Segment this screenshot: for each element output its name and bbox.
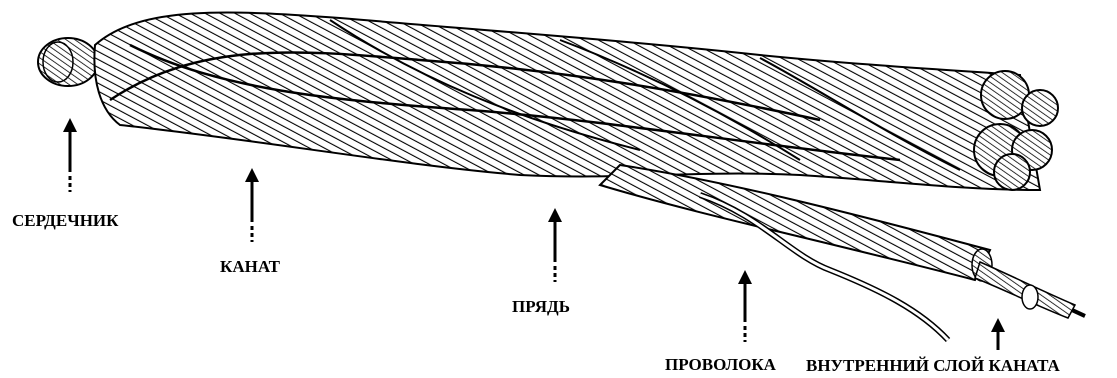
- core-end: [38, 38, 98, 86]
- inner-layer-strand: [975, 262, 1085, 318]
- core-label: СЕРДЕЧНИК: [12, 211, 119, 230]
- wire-arrow: [738, 270, 752, 342]
- inner-layer-label: ВНУТРЕННИЙ СЛОЙ КАНАТА: [806, 356, 1061, 375]
- core-arrow: [63, 118, 77, 192]
- rope-arrow: [245, 168, 259, 242]
- rope-body: [94, 12, 1040, 190]
- strand-label: ПРЯДЬ: [512, 297, 570, 316]
- wire-label: ПРОВОЛОКА: [665, 355, 777, 374]
- strand-arrow: [548, 208, 562, 282]
- strand-ends: [974, 71, 1058, 190]
- rope-label: КАНАТ: [220, 257, 281, 276]
- inner-layer-arrow: [991, 318, 1005, 350]
